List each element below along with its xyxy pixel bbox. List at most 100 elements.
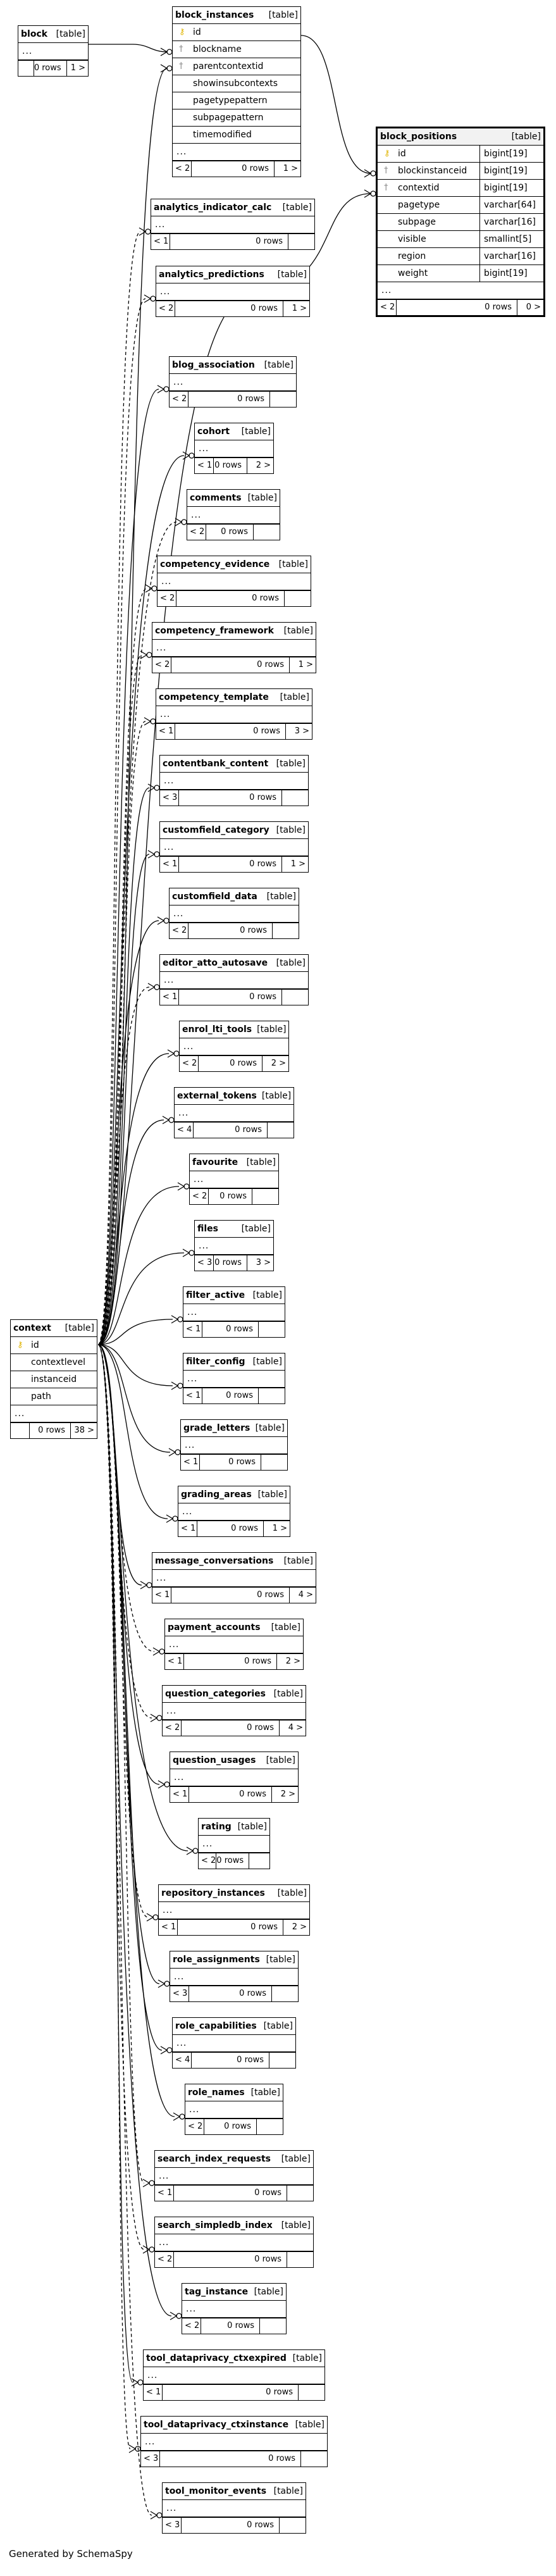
child-count[interactable]: 2 >	[283, 1920, 309, 1935]
table-header[interactable]: payment_accounts[table]	[165, 1619, 303, 1636]
more-columns-row[interactable]: ...	[183, 1304, 285, 1321]
table-name[interactable]: analytics_indicator_calc	[154, 202, 272, 213]
table-header[interactable]: competency_template[table]	[156, 689, 312, 706]
column-row[interactable]: contextlevel	[11, 1354, 97, 1371]
more-columns-row[interactable]: ...	[378, 282, 543, 299]
parent-count[interactable]: < 1	[165, 1654, 184, 1669]
parent-count[interactable]: < 3	[170, 1986, 189, 2001]
parent-count[interactable]: < 2	[190, 1189, 209, 1204]
more-columns-row[interactable]: ...	[141, 2434, 327, 2451]
table-name[interactable]: competency_template	[159, 692, 269, 702]
parent-count[interactable]: < 1	[159, 1920, 178, 1935]
more-columns-row[interactable]: ...	[175, 1105, 293, 1122]
child-count[interactable]	[258, 1388, 285, 1403]
child-count[interactable]	[298, 2385, 324, 2400]
child-count[interactable]	[271, 1986, 298, 2001]
more-columns-row[interactable]: ...	[18, 43, 88, 60]
child-count[interactable]	[272, 923, 299, 938]
child-count[interactable]: 2 >	[276, 1654, 303, 1669]
column-row[interactable]: †blockname	[173, 41, 300, 58]
more-columns-row[interactable]: ...	[180, 1038, 288, 1055]
more-columns-row[interactable]: ...	[155, 2234, 313, 2251]
table-header[interactable]: rating[table]	[199, 1819, 269, 1836]
table-name[interactable]: repository_instances	[161, 1888, 265, 1898]
table-name[interactable]: role_names	[188, 2088, 245, 2098]
parent-count[interactable]: < 1	[183, 1322, 202, 1337]
parent-count[interactable]: < 1	[151, 234, 170, 249]
child-count[interactable]	[287, 2252, 313, 2267]
more-columns-row[interactable]: ...	[159, 1902, 309, 1919]
table-header[interactable]: contentbank_content[table]	[160, 756, 308, 773]
more-columns-row[interactable]: ...	[195, 440, 273, 457]
child-count[interactable]	[253, 525, 280, 540]
table-header[interactable]: filter_config[table]	[183, 1353, 285, 1371]
more-columns-row[interactable]: ...	[173, 2035, 295, 2052]
table-header[interactable]: enrol_lti_tools[table]	[180, 1021, 288, 1038]
table-name[interactable]: filter_active	[186, 1290, 245, 1300]
child-count[interactable]: 1 >	[289, 657, 316, 673]
more-columns-row[interactable]: ...	[170, 1969, 298, 1986]
more-columns-row[interactable]: ...	[160, 839, 308, 856]
table-header[interactable]: question_usages[table]	[170, 1752, 298, 1769]
child-count[interactable]	[284, 591, 311, 606]
more-columns-row[interactable]: ...	[152, 640, 316, 657]
table-header[interactable]: analytics_indicator_calc[table]	[151, 199, 314, 216]
parent-count[interactable]: < 2	[199, 1853, 217, 1869]
table-header[interactable]: block_instances[table]	[173, 7, 300, 24]
more-columns-row[interactable]: ...	[185, 2101, 283, 2119]
parent-count[interactable]: < 1	[170, 1787, 189, 1802]
table-name[interactable]: payment_accounts	[168, 1622, 261, 1633]
table-name[interactable]: filter_config	[186, 1357, 245, 1367]
parent-count[interactable]: < 2	[158, 591, 176, 606]
child-count[interactable]: 4 >	[279, 1720, 306, 1736]
child-count[interactable]: 3 >	[285, 724, 312, 739]
parent-count[interactable]: < 2	[152, 657, 171, 673]
parent-count[interactable]: < 3	[141, 2451, 160, 2467]
table-name[interactable]: block_instances	[175, 10, 254, 20]
parent-count[interactable]: < 3	[160, 790, 179, 806]
table-header[interactable]: files[table]	[195, 1221, 273, 1238]
table-name[interactable]: tool_dataprivacy_ctxexpired	[146, 2353, 287, 2363]
more-columns-row[interactable]: ...	[156, 706, 312, 723]
more-columns-row[interactable]: ...	[170, 905, 299, 923]
more-columns-row[interactable]: ...	[160, 972, 308, 989]
parent-count[interactable]: < 2	[156, 301, 175, 316]
table-name[interactable]: message_conversations	[155, 1556, 274, 1566]
child-count[interactable]	[259, 2318, 286, 2334]
table-header[interactable]: message_conversations[table]	[152, 1553, 316, 1570]
table-header[interactable]: favourite[table]	[190, 1154, 278, 1171]
child-count[interactable]	[288, 234, 314, 249]
parent-count[interactable]: < 1	[178, 1521, 197, 1536]
child-count[interactable]	[281, 990, 308, 1005]
column-row[interactable]: showinsubcontexts	[173, 75, 300, 92]
table-name[interactable]: cohort	[197, 426, 230, 437]
more-columns-row[interactable]: ...	[165, 1636, 303, 1653]
table-name[interactable]: competency_framework	[155, 626, 274, 636]
child-count[interactable]	[249, 1853, 269, 1869]
table-tool-dataprivacy-ctxexpired[interactable]: tool_dataprivacy_ctxexpired[table]...< 1…	[143, 2349, 325, 2401]
parent-count[interactable]	[11, 1423, 30, 1438]
table-header[interactable]: repository_instances[table]	[159, 1885, 309, 1902]
table-name[interactable]: contentbank_content	[163, 759, 269, 769]
table-name[interactable]: customfield_data	[172, 892, 257, 902]
parent-count[interactable]: < 2	[180, 1056, 199, 1071]
table-name[interactable]: grade_letters	[183, 1423, 250, 1433]
child-count[interactable]: 2 >	[271, 1787, 298, 1802]
parent-count[interactable]: < 1	[155, 2186, 174, 2201]
table-name[interactable]: search_index_requests	[158, 2154, 271, 2164]
parent-count[interactable]: < 1	[144, 2385, 163, 2400]
